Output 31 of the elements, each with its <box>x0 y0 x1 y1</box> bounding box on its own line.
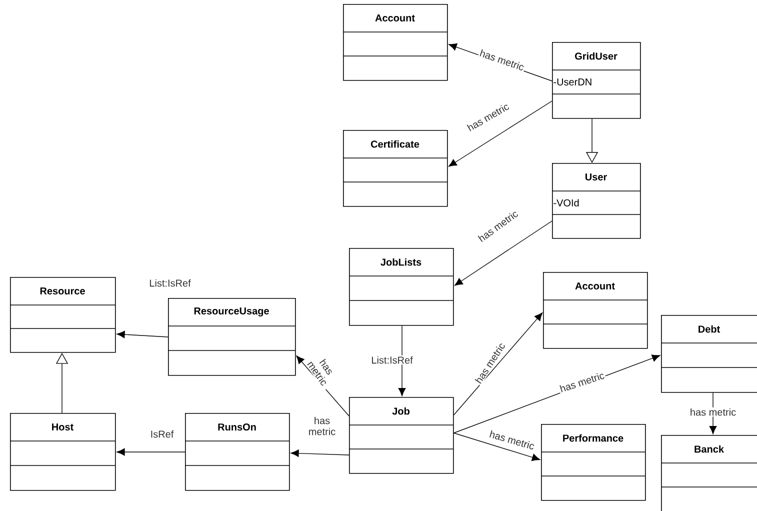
edge-label: List:IsRef <box>148 278 192 288</box>
arrow <box>290 450 350 457</box>
edge-label: has metric <box>688 407 738 417</box>
arrow <box>398 325 406 396</box>
edge-label: has metric <box>488 428 536 452</box>
arrow <box>453 432 540 461</box>
class-box: Account <box>542 272 648 349</box>
class-box: Debt <box>660 315 757 393</box>
class-box: Performance <box>540 424 646 501</box>
edge-label: IsRef <box>149 429 175 439</box>
class-box: User -VOId <box>552 163 641 239</box>
arrow <box>116 448 186 456</box>
class-box: Resource <box>10 277 116 353</box>
class-box: Host <box>10 413 116 491</box>
arrow <box>454 220 552 286</box>
class-box: ResourceUsage <box>168 298 296 376</box>
class-box: Account <box>342 4 448 81</box>
class-box: JobLists <box>348 248 454 326</box>
edge-label: has metric <box>304 416 340 436</box>
class-box: Job <box>348 397 454 474</box>
edge-label: List:IsRef <box>370 355 414 365</box>
class-box: Banck <box>660 435 757 511</box>
edge-label: has metric <box>478 48 526 72</box>
edge-label: has metric <box>558 370 606 394</box>
class-box: GridUser -UserDN <box>552 42 641 119</box>
arrow <box>709 392 717 434</box>
arrow <box>453 312 543 416</box>
class-box: Certificate <box>342 130 448 207</box>
arrow <box>116 330 168 338</box>
arrow <box>448 100 552 167</box>
class-box: RunsOn <box>184 413 290 491</box>
